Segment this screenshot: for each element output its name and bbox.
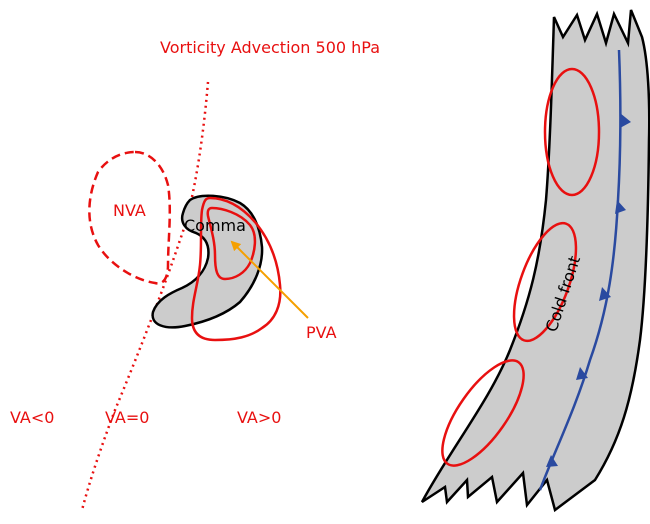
pva-inner-contour xyxy=(206,206,257,281)
va-zero-label: VA=0 xyxy=(105,408,149,427)
pva-arrow xyxy=(230,240,309,319)
front-triangle-icon xyxy=(599,287,611,301)
front-triangle-icon xyxy=(576,367,588,380)
ascent-ellipse-top xyxy=(543,67,601,197)
pva-label: PVA xyxy=(306,323,337,342)
comma-cloud xyxy=(151,194,264,329)
cold-front-triangles xyxy=(546,113,631,467)
front-triangle-icon xyxy=(615,200,626,214)
nva-label: NVA xyxy=(113,201,146,220)
front-triangle-icon xyxy=(620,113,631,128)
front-triangle-icon xyxy=(546,455,558,467)
va-negative-label: VA<0 xyxy=(10,408,54,427)
comma-label: Comma xyxy=(184,216,246,235)
frontal-cloud-band xyxy=(420,9,650,513)
va-positive-label: VA>0 xyxy=(237,408,281,427)
diagram-title: Vorticity Advection 500 hPa xyxy=(160,38,380,57)
zero-va-dotted-line xyxy=(80,81,210,511)
nva-dashed-contour xyxy=(88,150,172,285)
ascent-ellipse-middle xyxy=(512,221,578,343)
pva-outer-contour xyxy=(190,196,282,342)
ascent-ellipse-bottom xyxy=(441,359,525,467)
